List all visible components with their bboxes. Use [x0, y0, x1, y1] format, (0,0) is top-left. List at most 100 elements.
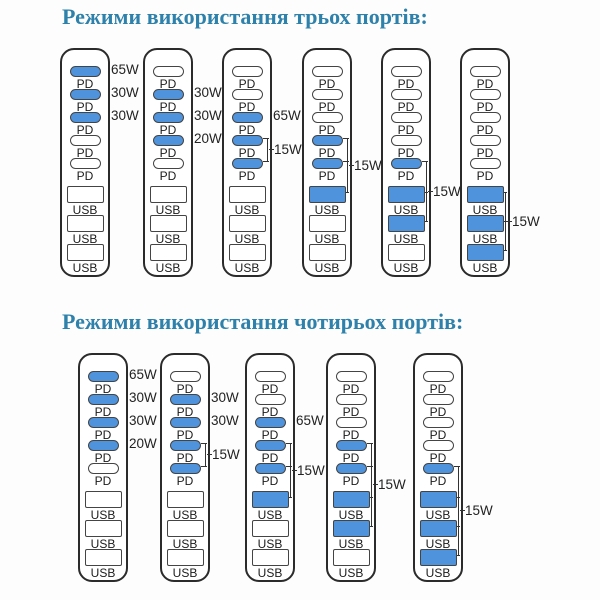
bracket-stub [262, 137, 269, 139]
usb-port-3-row: USB [247, 549, 293, 579]
usb-port-2-row: USB [80, 520, 126, 550]
pd-port-2-row: PD [247, 394, 293, 418]
pd-port-2-idle [422, 394, 454, 405]
bracket-watt-label: 15W [512, 213, 540, 229]
bracket-stub [456, 554, 460, 556]
usb-port-label: USB [155, 261, 181, 275]
pd-port-1-idle [169, 371, 201, 382]
pd-port-4-row: PD [462, 135, 508, 159]
usb-port-2-active [387, 215, 425, 232]
pd-port-3-idle [422, 417, 454, 428]
watt-label: 30W [111, 84, 139, 100]
pd-port-label: PD [176, 474, 194, 488]
usb-port-1-active [387, 186, 425, 203]
pd-port-1-active [87, 371, 119, 382]
usb-port-label: USB [257, 537, 283, 551]
pd-port-label: PD [476, 77, 494, 91]
pd-port-2-idle [254, 394, 286, 405]
usb-port-3-idle [84, 549, 122, 566]
bracket-stub [453, 465, 460, 467]
usb-port-label: USB [72, 203, 98, 217]
pd-port-5-row: PD [162, 463, 208, 487]
bracket-tick [427, 190, 433, 192]
usb-port-3-row: USB [328, 549, 374, 579]
pd-port-3-active [169, 417, 201, 428]
pd-port-label: PD [76, 169, 94, 183]
pd-port-label: PD [159, 100, 177, 114]
bracket-tick [206, 454, 212, 456]
pd-port-5-active [169, 463, 201, 474]
pd-port-2-row: PD [304, 89, 350, 113]
pd-port-label: PD [342, 451, 360, 465]
bracket-stub [285, 465, 292, 467]
pd-port-1-active [69, 66, 101, 77]
usb-port-2-idle [166, 520, 204, 537]
usb-port-label: USB [314, 232, 340, 246]
usb-port-label: USB [234, 203, 260, 217]
watt-label: 30W [211, 412, 239, 428]
pd-port-label: PD [397, 100, 415, 114]
bracket-stub [262, 160, 269, 162]
usb-port-2-row: USB [224, 215, 270, 245]
pd-port-1-row: PD [383, 66, 429, 90]
pd-port-label: PD [261, 451, 279, 465]
usb-port-3-row: USB [415, 549, 461, 579]
usb-port-1-active [251, 491, 289, 508]
pd-port-1-row: PD [145, 66, 191, 90]
bracket-stub [503, 249, 507, 251]
usb-port-3-row: USB [62, 244, 108, 274]
usb-port-3-row: USB [224, 244, 270, 274]
pd-port-4-idle [69, 135, 101, 146]
usb-port-3-idle [387, 244, 425, 261]
pd-port-label: PD [476, 100, 494, 114]
bracket-stub [200, 465, 207, 467]
usb-port-label: USB [393, 261, 419, 275]
bracket-tick [459, 510, 465, 512]
pd-port-label: PD [342, 405, 360, 419]
usb-port-1-idle [228, 186, 266, 203]
pd-port-5-idle [469, 158, 501, 169]
pd-port-1-idle [152, 66, 184, 77]
pd-port-label: PD [397, 146, 415, 160]
pd-port-3-row: PD [162, 417, 208, 441]
usb-port-label: USB [234, 232, 260, 246]
bracket-watt-label: 15W [354, 157, 382, 173]
usb-port-1-row: USB [462, 186, 508, 216]
pd-port-label: PD [159, 123, 177, 137]
pd-port-3-idle [469, 112, 501, 123]
pd-port-1-idle [231, 66, 263, 77]
pd-port-3-row: PD [304, 112, 350, 136]
watt-label: 30W [129, 389, 157, 405]
pd-port-1-row: PD [415, 371, 461, 395]
bracket-stub [200, 442, 207, 444]
bracket-tick [348, 164, 354, 166]
pd-port-5-row: PD [462, 158, 508, 182]
pd-port-3-row: PD [224, 112, 270, 136]
pd-port-1-row: PD [80, 371, 126, 395]
pd-port-4-active [254, 440, 286, 451]
usb-port-label: USB [257, 508, 283, 522]
pd-port-label: PD [76, 77, 94, 91]
pd-port-5-active [335, 463, 367, 474]
usb-port-1-row: USB [62, 186, 108, 216]
pd-port-3-idle [311, 112, 343, 123]
pd-port-3-row: PD [328, 417, 374, 441]
pd-port-3-row: PD [80, 417, 126, 441]
pd-port-3-idle [335, 417, 367, 428]
pd-port-5-row: PD [383, 158, 429, 182]
pd-port-label: PD [429, 451, 447, 465]
usb-port-3-idle [332, 549, 370, 566]
bracket-watt-label: 15W [378, 477, 406, 492]
usb-port-2-idle [308, 215, 346, 232]
bracket-stub [369, 525, 373, 527]
pd-port-label: PD [318, 77, 336, 91]
bracket-stub [424, 191, 428, 193]
usb-port-2-row: USB [62, 215, 108, 245]
pd-port-4-row: PD [304, 135, 350, 159]
pd-port-label: PD [429, 405, 447, 419]
watt-label: 65W [129, 366, 157, 382]
usb-port-1-idle [166, 491, 204, 508]
